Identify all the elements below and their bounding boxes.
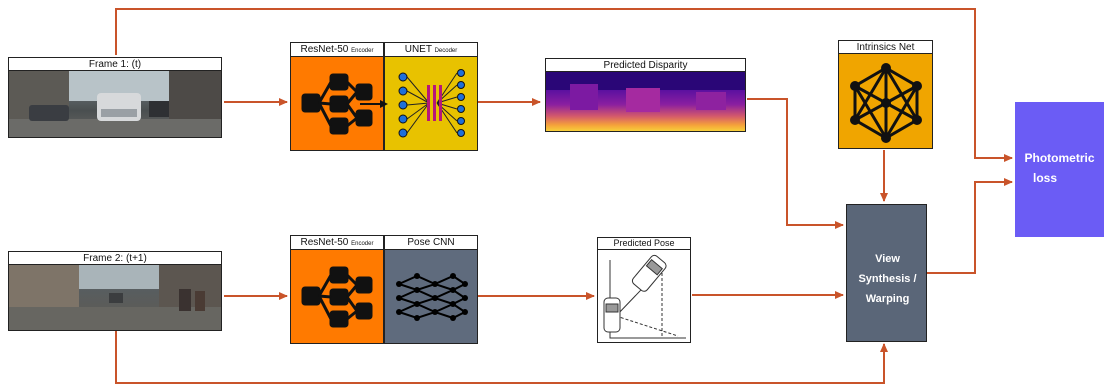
decoder-subtitle: Decoder bbox=[434, 48, 458, 54]
neural-network-icon bbox=[398, 69, 465, 138]
view-synthesis-box: View Synthesis / Warping bbox=[846, 204, 927, 342]
view-synthesis-line1: View bbox=[875, 253, 900, 265]
photometric-line2: loss bbox=[1032, 171, 1057, 185]
encoder2-title: ResNet-50 Encoder bbox=[290, 235, 384, 250]
view-synthesis-line3: Warping bbox=[865, 293, 910, 305]
network-graph-icon bbox=[850, 63, 922, 143]
photometric-loss-box: Photometric loss bbox=[1015, 102, 1104, 237]
network-flow-icon bbox=[301, 266, 373, 328]
view-synthesis-line2: Synthesis / bbox=[858, 273, 917, 285]
pose-diagram-icon bbox=[603, 254, 686, 339]
decoder-box bbox=[384, 56, 478, 151]
frame1-to-loss-arrow bbox=[115, 8, 1013, 162]
frame2-to-view-arrow bbox=[115, 331, 888, 384]
encoder2-subtitle: Encoder bbox=[351, 241, 374, 247]
pose-cnn-box bbox=[384, 249, 478, 344]
frame1-image bbox=[8, 70, 222, 138]
disparity-to-view-arrow bbox=[747, 98, 844, 229]
network-flow-icon bbox=[301, 73, 373, 135]
encoder2-box bbox=[290, 249, 384, 344]
disparity-title: Predicted Disparity bbox=[545, 58, 746, 72]
decoder-title-text: UNET bbox=[404, 44, 432, 55]
pose-image bbox=[597, 249, 691, 343]
view-to-loss-arrow bbox=[926, 178, 1013, 274]
photometric-line1: Photometric bbox=[1024, 151, 1095, 165]
intrinsics-title: Intrinsics Net bbox=[838, 40, 933, 54]
cnn-icon bbox=[396, 273, 468, 321]
encoder1-subtitle: Encoder bbox=[351, 48, 374, 54]
disparity-image bbox=[545, 71, 746, 132]
intrinsics-box bbox=[838, 53, 933, 149]
frame2-image bbox=[8, 264, 222, 331]
pose-cnn-title: Pose CNN bbox=[384, 235, 478, 250]
encoder2-title-text: ResNet-50 bbox=[300, 237, 349, 248]
encoder1-title-text: ResNet-50 bbox=[300, 44, 349, 55]
